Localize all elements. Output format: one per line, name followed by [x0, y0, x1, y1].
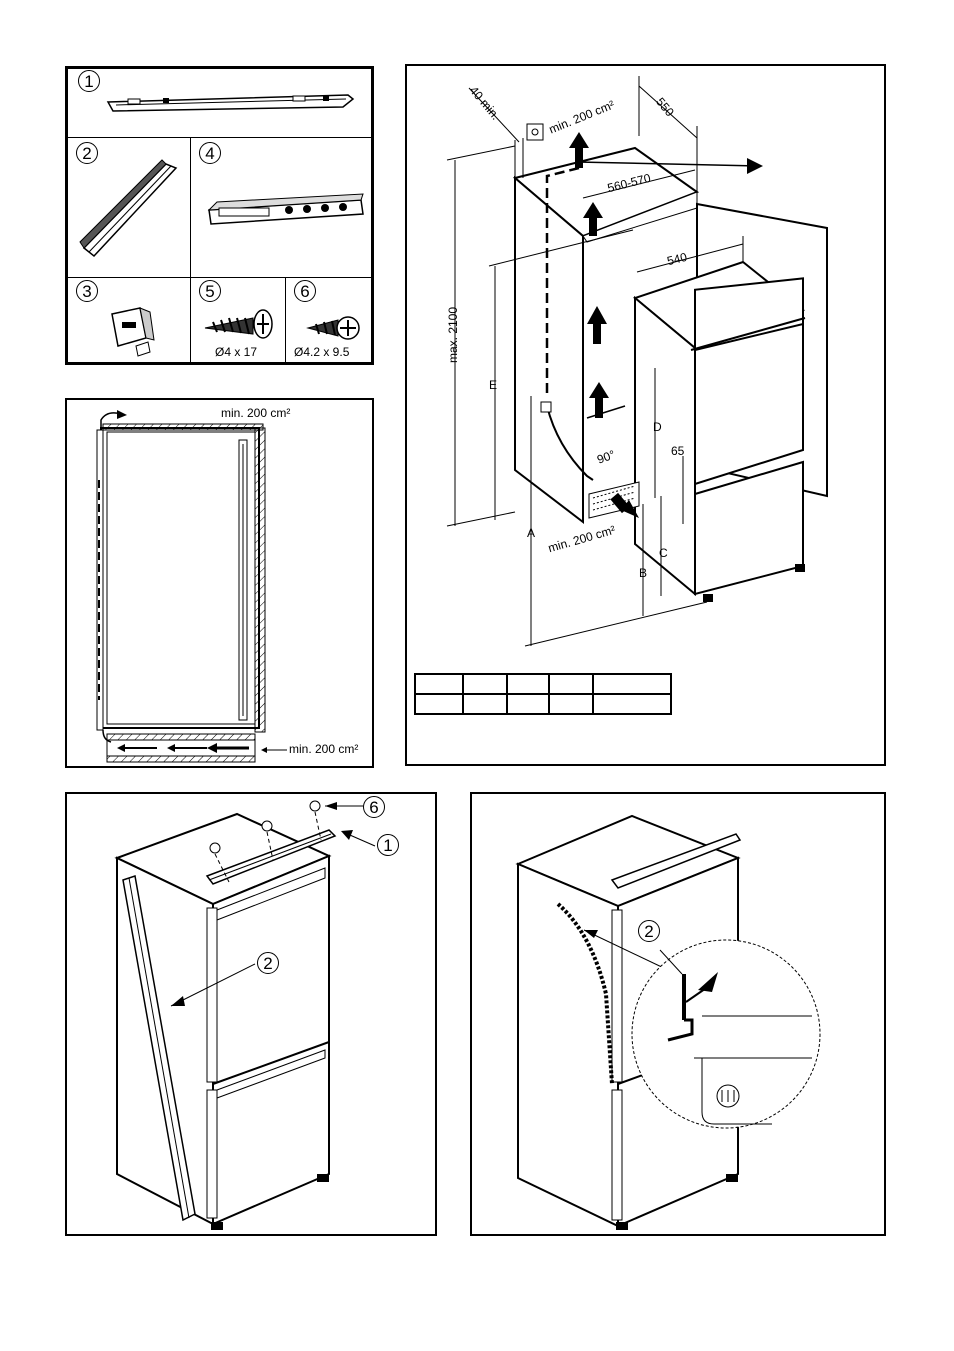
part-number-1: 1: [78, 70, 100, 92]
callout-2-left: 2: [257, 952, 279, 974]
ventilation-diagram: [96, 410, 287, 763]
part-cell-1: 1: [67, 68, 372, 138]
niche-dimension-diagram: [414, 76, 828, 715]
bracket-plate-part: [207, 193, 364, 225]
part-cell-5: 5 Ø4 x 17: [190, 277, 286, 363]
parts-panel: 1 2 4 3: [65, 66, 374, 365]
callout-2-right: 2: [638, 920, 660, 942]
part-cell-3: 3: [67, 277, 191, 363]
top-rail-part: [106, 94, 355, 112]
screw-5-size: Ø4 x 17: [215, 345, 258, 359]
fridge-strip-detail-diagram: [515, 814, 821, 1230]
dim-a-label: A: [527, 526, 536, 540]
part-cell-2: 2: [67, 137, 191, 278]
part-number-5: 5: [199, 280, 221, 302]
dimensions-panel: 40 min. 550 min. 200 cm² 560-570 540 max…: [405, 64, 886, 766]
install-panel-left: 6 1 2: [65, 792, 437, 1236]
dim-c-label: C: [659, 546, 668, 560]
vent-top-label: min. 200 cm²: [221, 406, 291, 420]
install-panel-right: 2: [470, 792, 886, 1236]
part-number-2: 2: [76, 142, 98, 164]
part-number-3: 3: [76, 280, 98, 302]
dim-max-label: max. 2100: [446, 306, 461, 364]
short-screw-icon: [306, 316, 360, 340]
ventilation-panel: min. 200 cm² min. 200 cm²: [65, 398, 374, 768]
dim-65-label: 65: [671, 444, 685, 458]
clip-part: [111, 307, 155, 357]
part-cell-6: 6 Ø4.2 x 9.5: [285, 277, 372, 363]
dim-e-label: E: [489, 378, 498, 392]
vent-bottom-label: min. 200 cm²: [289, 742, 359, 756]
part-number-4: 4: [199, 142, 221, 164]
callout-6: 6: [363, 796, 385, 818]
screw-6-size: Ø4.2 x 9.5: [294, 345, 350, 359]
strip-part: [79, 159, 178, 258]
part-cell-4: 4: [190, 137, 372, 278]
dim-b-label: B: [639, 566, 648, 580]
fridge-top-rail-diagram: [114, 800, 376, 1230]
callout-1: 1: [377, 834, 399, 856]
wood-screw-icon: [204, 309, 273, 339]
dim-d-label: D: [653, 420, 662, 434]
part-number-6: 6: [294, 280, 316, 302]
